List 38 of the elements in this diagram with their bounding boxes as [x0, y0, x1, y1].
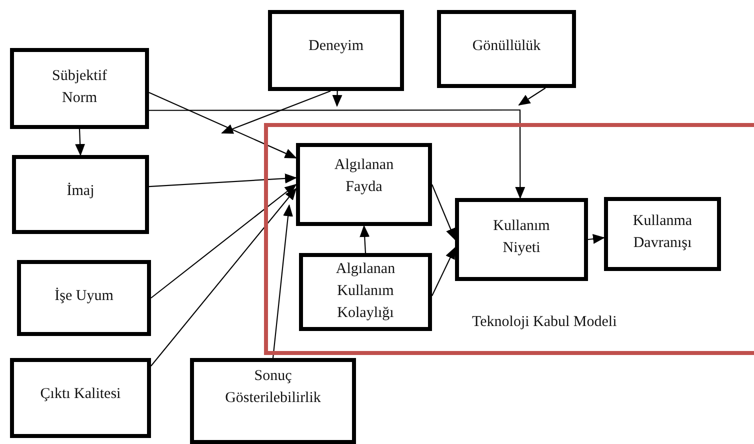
model-frame	[264, 123, 754, 355]
concept-label: Algılanan Kullanım Kolaylığı	[334, 260, 396, 322]
concept-box	[604, 197, 721, 271]
concept-box	[268, 10, 404, 91]
concept-box	[299, 253, 432, 331]
arrow	[221, 90, 331, 134]
concept-box	[10, 358, 151, 438]
concept-box	[190, 358, 356, 444]
arrow	[272, 204, 293, 358]
concept-label: Deneyim	[308, 37, 364, 56]
arrow	[148, 174, 297, 188]
arrow	[518, 88, 546, 106]
arrow	[432, 184, 456, 240]
concept-label: İşe Uyum	[54, 286, 114, 306]
arrow	[75, 128, 86, 156]
arrow	[332, 90, 342, 107]
concept-box	[17, 260, 151, 336]
concept-label: Çıktı Kalitesi	[39, 385, 122, 404]
concept-label: Algılanan Fayda	[333, 156, 395, 197]
concept-label: Kullanma Davranışı	[632, 212, 694, 253]
arrow	[148, 92, 297, 158]
concept-box	[437, 10, 576, 88]
arrow	[360, 225, 370, 254]
concept-box	[12, 155, 149, 234]
concept-box	[296, 143, 432, 226]
arrow	[150, 184, 297, 298]
concept-label: İmaj	[66, 182, 96, 201]
model-title: Teknoloji Kabul Modeli	[472, 313, 617, 332]
arrow	[588, 234, 605, 244]
concept-label: Gönüllülük	[471, 37, 542, 56]
arrow	[149, 109, 526, 199]
concept-label: Sübjektif Norm	[51, 67, 108, 108]
concept-label: Kullanım Niyeti	[492, 217, 551, 258]
concept-label: Sonuç Gösterilebilirlik	[224, 367, 322, 408]
concept-box	[10, 48, 149, 129]
concept-box	[455, 198, 588, 281]
arrow	[432, 246, 456, 296]
arrow	[150, 188, 297, 366]
